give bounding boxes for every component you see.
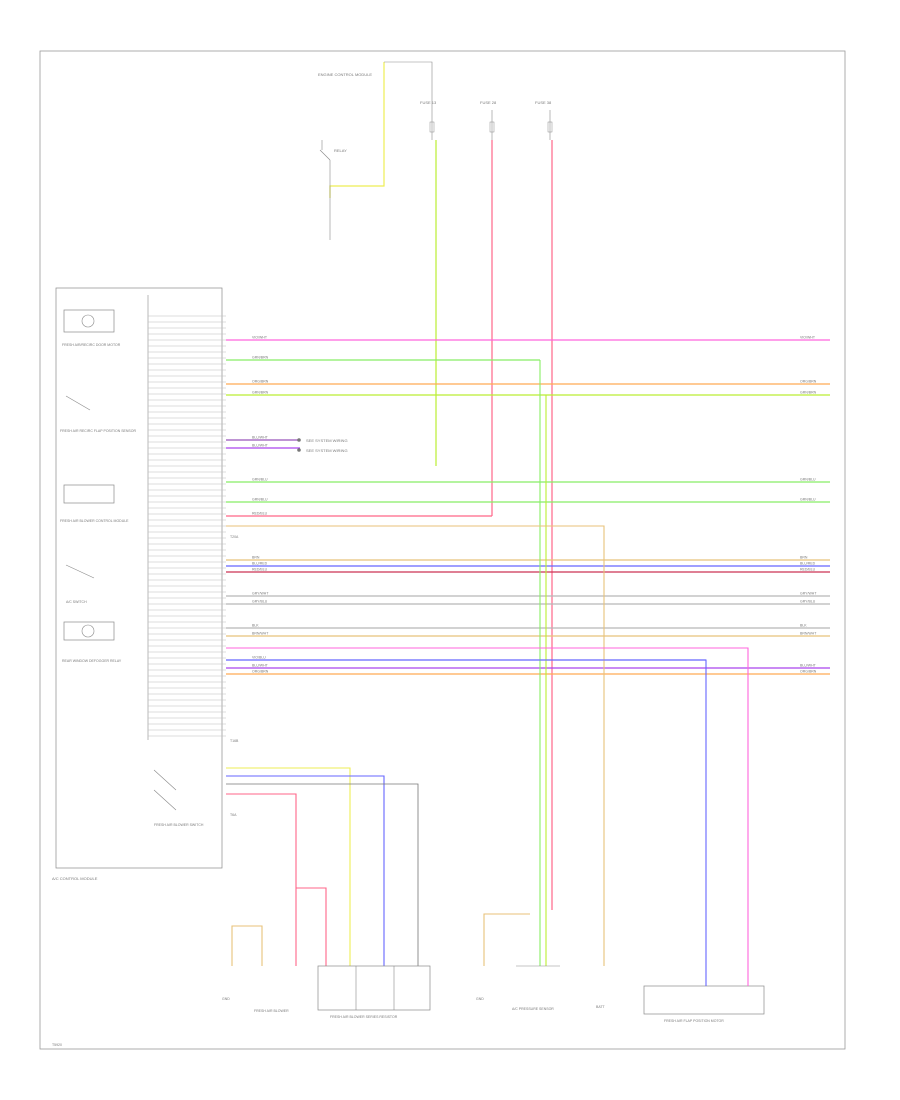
wire-label-end: GRN/BLU	[800, 478, 816, 482]
wire-label: GRN/BLU	[252, 478, 268, 482]
connector-label-1: T20A	[230, 535, 239, 539]
wire-low-yellow	[226, 767, 351, 966]
component-4: A/C SWITCH	[65, 564, 95, 604]
batt-label: BATT	[596, 1005, 606, 1009]
blower-resistor-box	[317, 965, 431, 1011]
wire-top-yellow	[329, 62, 385, 198]
svg-text:FRESH AIR BLOWER CONTROL MODUL: FRESH AIR BLOWER CONTROL MODULE	[60, 519, 129, 523]
wire-label-end: GRY/BLU	[800, 600, 816, 604]
ref-note-1: SEE SYSTEM WIRING	[306, 438, 348, 443]
fuse-3-icon	[547, 110, 553, 140]
wire-label: VIO/BLU	[252, 656, 266, 660]
ref-dot-1	[297, 438, 301, 442]
gnd-label-2: GND	[476, 997, 484, 1001]
wire-label: GRY/WHT	[252, 592, 269, 596]
fuse-1-icon	[429, 92, 435, 140]
wire-flap-blue	[226, 659, 707, 986]
connector-label-3: T6A	[230, 813, 237, 817]
fuse-2-label: FUSE 28	[480, 100, 497, 105]
wire-label: VIO/WHT	[252, 336, 268, 340]
wire-label: BLU/RED	[252, 562, 268, 566]
wire-label: ORG/BRN	[252, 380, 269, 384]
wire-label: BLU/WHT	[252, 444, 269, 448]
wire-label-end: GRN/BLU	[800, 498, 816, 502]
wire-batt-tan	[226, 525, 605, 966]
wire-label: ORG/BRN	[252, 670, 269, 674]
wire-label: RED/BLU	[252, 512, 268, 516]
bottom-label-4: FRESH AIR FLAP POSITION MOTOR	[664, 1019, 724, 1023]
wire-label: BLU/WHT	[252, 436, 269, 440]
bottom-label-1: FRESH AIR BLOWER	[254, 1009, 289, 1013]
flap-motor-box	[643, 985, 765, 1015]
svg-text:REAR WINDOW DEFOGGER RELAY: REAR WINDOW DEFOGGER RELAY	[62, 659, 122, 663]
relay-contact	[319, 149, 331, 161]
wire-label: GRY/BLU	[252, 600, 268, 604]
wire-label-end: BRN	[800, 556, 808, 560]
wire-flap-pink	[226, 647, 749, 986]
wire-label-end: BLU/WHT	[800, 664, 817, 668]
fuse-3-label: FUSE 38	[535, 100, 552, 105]
wire-low-red	[226, 793, 297, 966]
harness-wires: VIO/WHT VIO/WHT GRN/BRN ORG/BRN ORG/BRN GRN/B…	[226, 336, 830, 675]
component-1: FRESH AIR/RECIRC DOOR MOTOR	[62, 309, 121, 347]
wire-label-end: BLK	[800, 624, 807, 628]
connector-pins	[148, 315, 226, 737]
bottom-label-2: FRESH AIR BLOWER SERIES RESISTOR	[330, 1015, 398, 1019]
wire-label-end: ORG/BRN	[800, 670, 817, 674]
page-code: T5920	[52, 1043, 62, 1047]
wire-label-end: ORG/BRN	[800, 380, 817, 384]
diagram-frame	[39, 50, 846, 1050]
wire-label-end: VIO/WHT	[800, 336, 816, 340]
top-module-label: ENGINE CONTROL MODULE	[318, 72, 372, 77]
wire-label: BLU/WHT	[252, 664, 269, 668]
bottom-label-3: A/C PRESSURE SENSOR	[512, 1007, 554, 1011]
component-6: FRESH AIR BLOWER SWITCH	[153, 769, 204, 827]
wire-low-tan	[231, 925, 263, 966]
module-name-label: A/C CONTROL MODULE	[52, 876, 98, 881]
wire-label-end: BLU/RED	[800, 562, 816, 566]
wire-label: BRN	[252, 556, 260, 560]
wire-label-end: GRY/WHT	[800, 592, 817, 596]
wire-label: BRN/WHT	[252, 632, 269, 636]
wire-sensor-tan	[483, 913, 530, 966]
wire-low-gray	[226, 783, 419, 966]
wire-label-end: GRN/BRN	[800, 391, 817, 395]
wire-label: BLK	[252, 624, 259, 628]
svg-text:FRESH AIR RECIRC FLAP POSITION: FRESH AIR RECIRC FLAP POSITION SENSOR	[60, 429, 136, 433]
component-2: FRESH AIR RECIRC FLAP POSITION SENSOR	[60, 395, 136, 433]
wire-label: GRN/BRN	[252, 356, 269, 360]
connector-label-2: T16B	[230, 739, 239, 743]
wire-label: GRN/BLU	[252, 498, 268, 502]
component-3: FRESH AIR BLOWER CONTROL MODULE	[60, 484, 129, 523]
gnd-label-1: GND	[222, 997, 230, 1001]
wire-top-yellow-2	[384, 61, 433, 92]
ac-control-module	[55, 287, 223, 869]
fuse-2-icon	[489, 110, 495, 140]
ref-dot-2	[297, 448, 301, 452]
wire-low-red-2	[296, 887, 327, 966]
component-5: REAR WINDOW DEFOGGER RELAY	[62, 621, 122, 663]
fuse-1-label: FUSE 13	[420, 100, 437, 105]
wire-label-end: RED/BLU	[800, 568, 816, 572]
relay-label: RELAY	[334, 148, 347, 153]
wire-label: GRN/BRN	[252, 391, 269, 395]
svg-text:FRESH AIR/RECIRC DOOR MOTOR: FRESH AIR/RECIRC DOOR MOTOR	[62, 343, 121, 347]
wire-low-blue	[226, 775, 385, 966]
wire-label: RED/BLU	[252, 568, 268, 572]
ref-note-2: SEE SYSTEM WIRING	[306, 448, 348, 453]
wire-label-end: BRN/WHT	[800, 632, 817, 636]
svg-text:FRESH AIR BLOWER SWITCH: FRESH AIR BLOWER SWITCH	[154, 823, 204, 827]
svg-text:A/C SWITCH: A/C SWITCH	[66, 600, 87, 604]
